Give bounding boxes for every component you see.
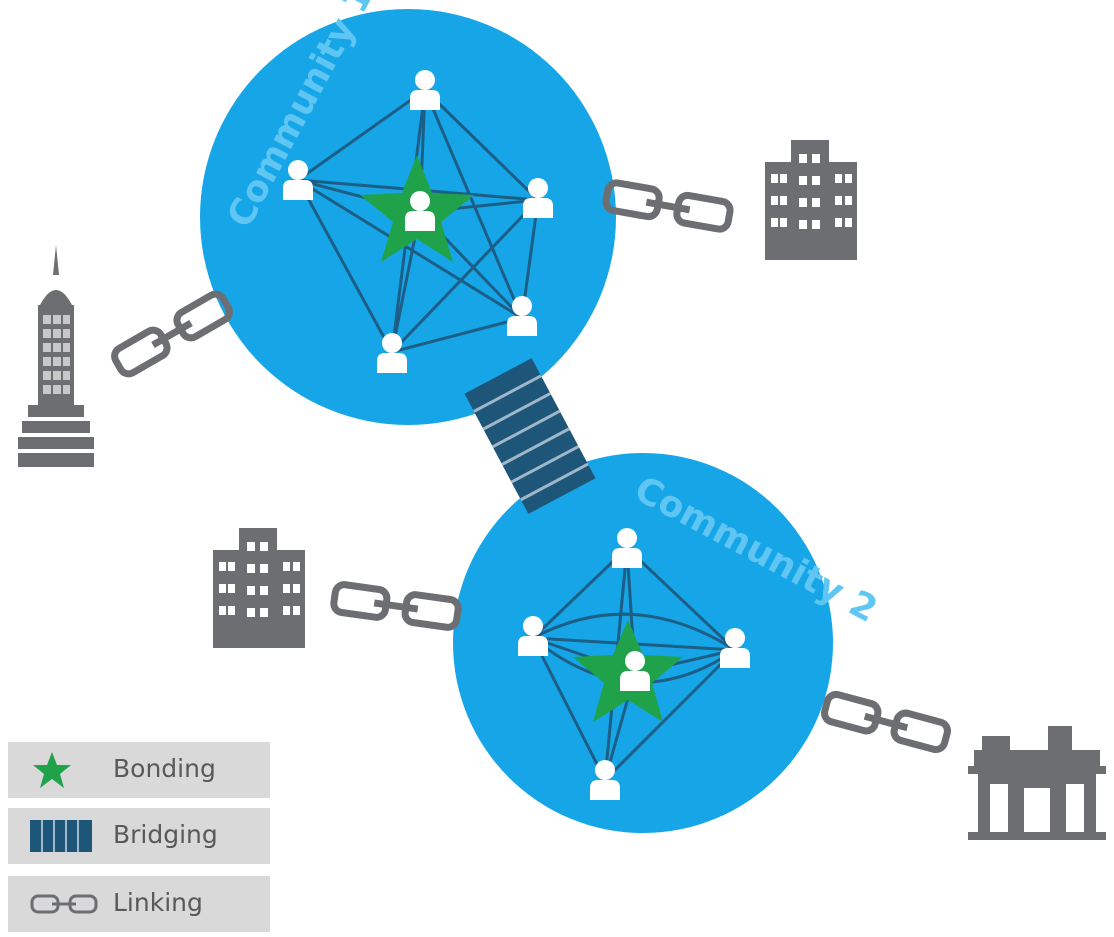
community-2-circle [453, 453, 833, 833]
chain-link-icon [605, 181, 732, 230]
legend-label-bonding: Bonding [113, 754, 216, 783]
shop-building-icon [968, 726, 1106, 840]
chain-link-icon [111, 291, 232, 377]
bridge-connector [464, 358, 596, 514]
office-building-icon [765, 140, 857, 260]
skyscraper-icon [18, 245, 94, 467]
star-icon [33, 752, 71, 788]
legend-item-linking: Linking [8, 876, 270, 932]
legend-label-bridging: Bridging [113, 820, 218, 849]
bridge-icon [30, 820, 92, 852]
office-building-icon [213, 528, 305, 648]
chain-link-icon [30, 894, 98, 914]
chain-link-icon [333, 584, 460, 629]
legend-item-bonding: Bonding [8, 742, 270, 798]
legend-label-linking: Linking [113, 888, 203, 917]
legend-item-bridging: Bridging [8, 808, 270, 864]
chain-link-icon [822, 692, 949, 751]
